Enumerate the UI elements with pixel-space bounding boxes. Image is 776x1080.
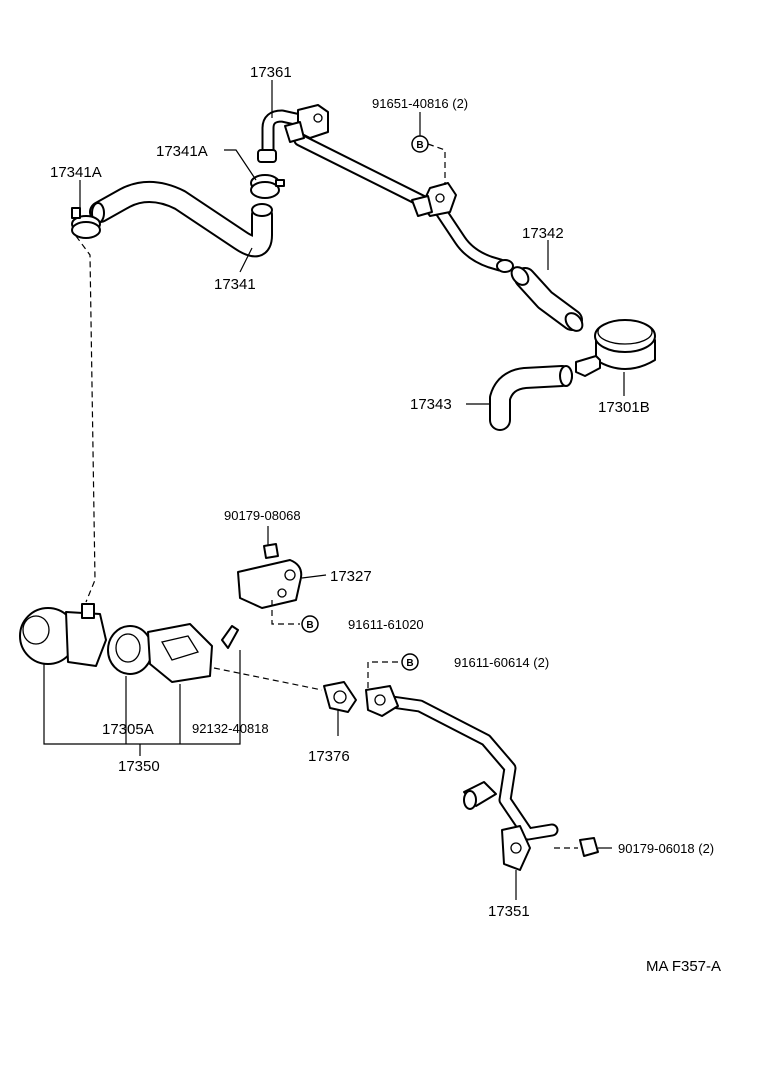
gasket-17305A	[107, 625, 153, 675]
label-17350: 17350	[118, 758, 160, 775]
dash-line-left	[75, 235, 96, 603]
leader-17350	[43, 650, 241, 756]
svg-text:B: B	[416, 140, 423, 151]
label-90179-08068: 90179-08068	[224, 508, 301, 523]
label-91611-61020: 91611-61020	[348, 617, 424, 632]
label-91651-40816: 91651-40816 (2)	[372, 96, 468, 111]
pipe-bracket-upper	[284, 104, 329, 143]
hose-17341	[89, 181, 273, 258]
dash-17327-bolt	[271, 600, 300, 625]
pipe-bracket-lower	[411, 182, 457, 217]
label-17327: 17327	[330, 568, 372, 585]
dash-pipe-bolt	[367, 661, 400, 688]
nut-90179-06018	[579, 837, 599, 857]
gasket-17376	[323, 681, 357, 713]
stud-92132-40818	[221, 625, 239, 649]
label-17361: 17361	[250, 64, 292, 81]
diagram-code: MA F357-A	[646, 958, 721, 975]
label-17341A-top: 17341A	[156, 143, 208, 160]
label-90179-06018: 90179-06018 (2)	[618, 841, 714, 856]
label-17342: 17342	[522, 225, 564, 242]
svg-text:B: B	[406, 658, 413, 669]
hose-17342	[510, 266, 584, 332]
bolt-marker-91611-61020: B	[301, 615, 319, 633]
label-92132-40818: 92132-40818	[192, 721, 269, 736]
dash-valve-gasket	[213, 667, 323, 691]
air-cleaner-17301B	[575, 319, 656, 377]
air-valve-housing	[147, 623, 213, 683]
air-valve-17350	[19, 603, 107, 667]
clamp-17341A-top	[250, 174, 285, 199]
hose-17343	[489, 365, 573, 431]
label-91611-60614: 91611-60614 (2)	[454, 655, 549, 670]
label-17341A-left: 17341A	[50, 164, 102, 181]
label-17305A: 17305A	[102, 721, 154, 738]
label-17301B: 17301B	[598, 399, 650, 416]
label-17341: 17341	[214, 276, 256, 293]
air-pipe-17351	[365, 685, 559, 871]
leader-lines	[79, 80, 625, 900]
bolt-marker-91651: B	[411, 135, 446, 185]
svg-text:B: B	[306, 620, 313, 631]
label-17351: 17351	[488, 903, 530, 920]
clamp-17341A-left	[71, 207, 101, 239]
bolt-marker-91611-60614: B	[401, 653, 419, 671]
label-17376: 17376	[308, 748, 350, 765]
bracket-17327	[237, 543, 303, 609]
air-pipe-17361	[257, 109, 514, 273]
label-17343: 17343	[410, 396, 452, 413]
